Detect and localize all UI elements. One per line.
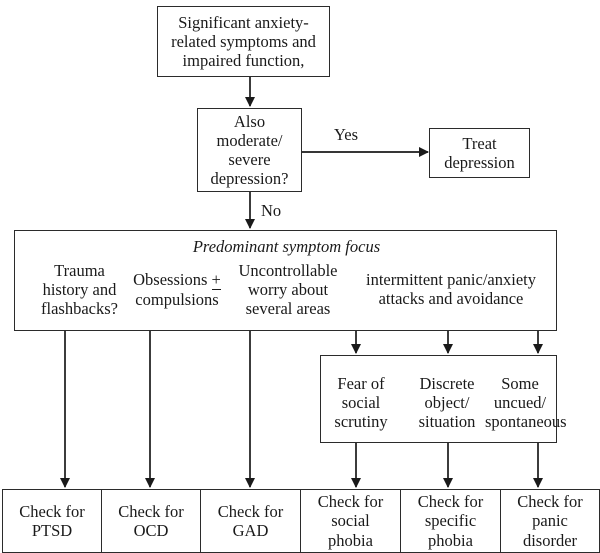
focus-heading: Predominant symptom focus xyxy=(192,237,381,256)
focus-column-panic: intermittent panic/anxiety attacks and a… xyxy=(366,270,536,309)
node-outcome-specific-phobia: Check for specific phobia xyxy=(400,489,501,553)
node-outcome-ptsd-label: Check for PTSD xyxy=(19,501,85,540)
node-outcome-gad: Check for GAD xyxy=(200,489,301,553)
focus-column-obsessions: Obsessions +compulsions xyxy=(117,270,237,309)
focus-column-trauma: Trauma history and flashbacks? xyxy=(41,261,118,319)
node-outcome-panic-disorder: Check for panic disorder xyxy=(500,489,600,553)
node-outcome-social-phobia: Check for social phobia xyxy=(300,489,401,553)
node-outcome-ocd-label: Check for OCD xyxy=(118,501,184,540)
node-outcome-ocd: Check for OCD xyxy=(101,489,201,553)
node-presenting-symptoms-label: Significant anxiety- related symptoms an… xyxy=(171,12,316,71)
node-treat-depression: Treat depression xyxy=(429,128,530,178)
node-panic-subtypes: Fear of social scrutiny Discrete object/… xyxy=(320,355,567,443)
compulsions-label: compulsions xyxy=(135,289,219,309)
edge-label-yes: Yes xyxy=(334,125,359,144)
node-depression-decision: Also moderate/ severe depression? xyxy=(197,108,302,192)
node-treat-depression-label: Treat depression xyxy=(444,133,515,172)
node-outcome-social-phobia-label: Check for social phobia xyxy=(317,492,384,550)
node-outcome-specific-phobia-label: Check for specific phobia xyxy=(417,492,484,550)
panic-subtype-uncued: Some uncued/ spontaneous xyxy=(485,374,567,432)
node-depression-decision-label: Also moderate/ severe depression? xyxy=(210,111,289,189)
panic-subtype-social: Fear of social scrutiny xyxy=(334,374,388,432)
node-outcome-panic-disorder-label: Check for panic disorder xyxy=(517,492,583,550)
plus-minus-symbol: + xyxy=(211,270,221,290)
panic-subtype-discrete: Discrete object/ situation xyxy=(418,374,476,432)
node-outcome-gad-label: Check for GAD xyxy=(217,501,284,540)
node-predominant-symptom-focus: Predominant symptom focus Trauma history… xyxy=(14,230,557,331)
node-presenting-symptoms: Significant anxiety- related symptoms an… xyxy=(157,6,330,77)
edge-label-no: No xyxy=(261,201,282,220)
obsessions-prefix-label: Obsessions xyxy=(133,270,212,289)
node-outcome-ptsd: Check for PTSD xyxy=(2,489,102,553)
focus-column-worry: Uncontrollable worry about several areas xyxy=(238,261,338,319)
